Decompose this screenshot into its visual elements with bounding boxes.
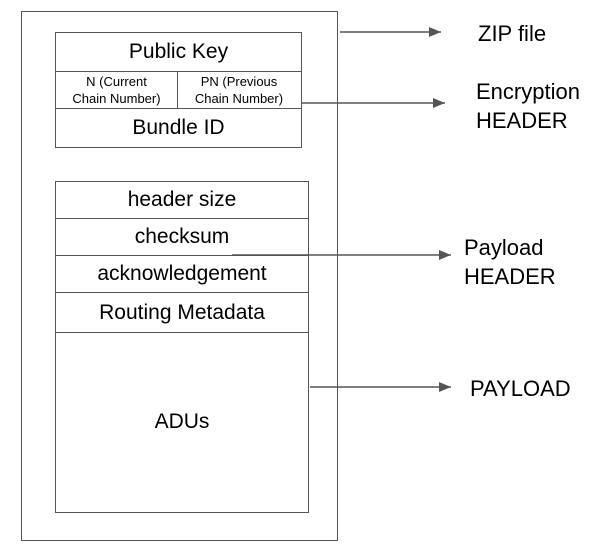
divider <box>56 218 308 219</box>
divider <box>56 255 308 256</box>
payload-header-label-line2: HEADER <box>464 264 556 289</box>
bundle-id-cell: Bundle ID <box>56 109 301 146</box>
n-current-chain-cell: N (Current Chain Number) <box>56 71 177 108</box>
bundle-id-text: Bundle ID <box>132 115 225 139</box>
encryption-header-label-line2: HEADER <box>476 108 568 133</box>
zip-file-box <box>21 11 338 541</box>
zip-file-label-text: ZIP file <box>478 21 547 46</box>
checksum-cell: checksum <box>56 219 308 255</box>
payload-header-label-line1: Payload <box>464 235 544 260</box>
header-size-cell: header size <box>56 182 308 218</box>
acknowledgement-cell: acknowledgement <box>56 256 308 292</box>
payload-label: PAYLOAD <box>470 374 571 403</box>
public-key-text: Public Key <box>128 40 229 63</box>
pn-previous-chain-text: PN (Previous Chain Number) <box>194 73 284 106</box>
public-key-cell: Public Key <box>56 33 301 71</box>
divider <box>56 108 301 109</box>
n-current-chain-text: N (Current Chain Number) <box>72 73 161 106</box>
payload-label-text: PAYLOAD <box>470 376 571 401</box>
acknowledgement-text: acknowledgement <box>97 262 267 285</box>
divider <box>177 71 178 108</box>
adus-text: ADUs <box>154 410 210 433</box>
routing-metadata-cell: Routing Metadata <box>56 293 308 332</box>
pn-previous-chain-cell: PN (Previous Chain Number) <box>177 71 301 108</box>
payload-box: header size checksum acknowledgement Rou… <box>55 181 309 513</box>
divider <box>56 332 308 333</box>
encryption-header-label-line1: Encryption <box>476 79 580 104</box>
routing-metadata-text: Routing Metadata <box>99 300 265 324</box>
divider <box>56 71 301 72</box>
payload-header-label: Payload HEADER <box>464 233 556 291</box>
encryption-header-label: Encryption HEADER <box>476 77 580 135</box>
header-size-text: header size <box>127 188 237 211</box>
adus-cell: ADUs <box>56 333 308 511</box>
checksum-text: checksum <box>134 225 230 248</box>
zip-file-label: ZIP file <box>478 19 546 48</box>
encryption-header-box: Public Key N (Current Chain Number) PN (… <box>55 32 302 148</box>
divider <box>56 292 308 293</box>
